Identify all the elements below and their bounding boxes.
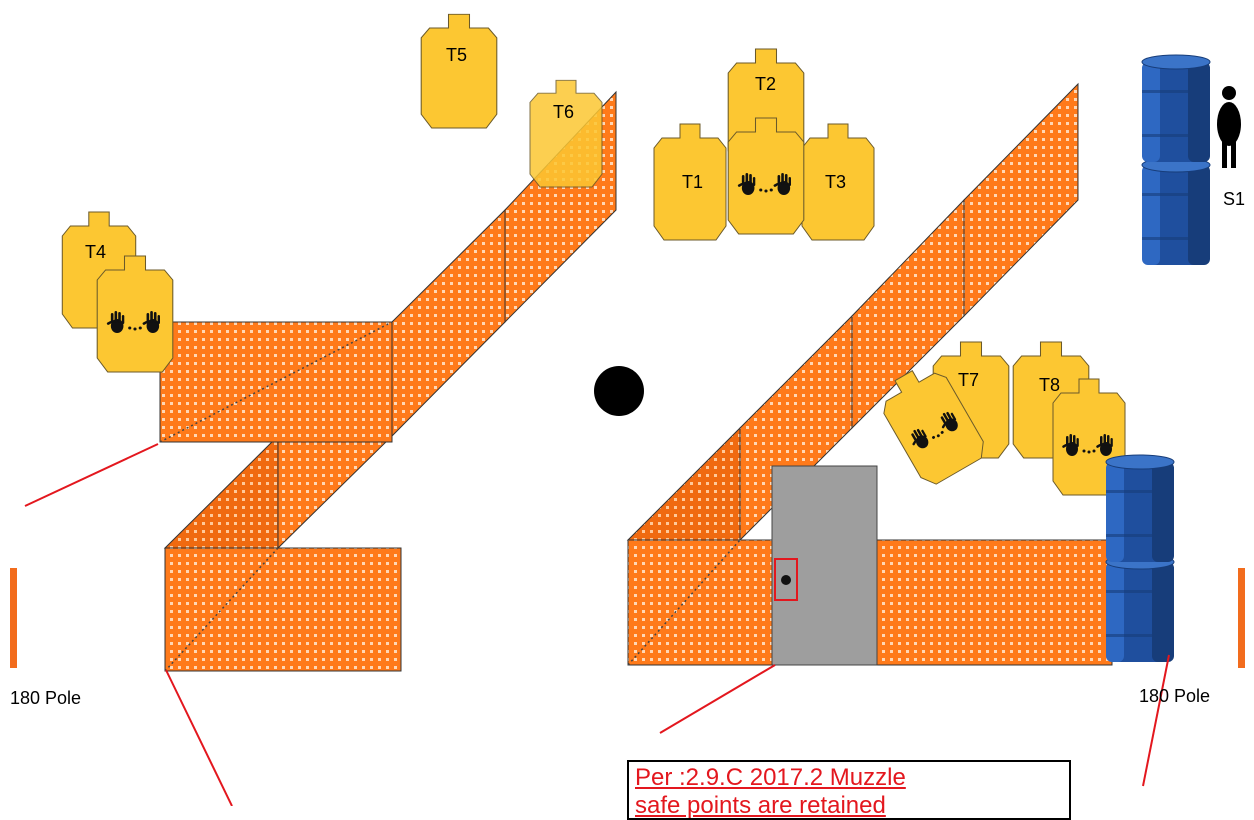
barrel-stack-bottom-right [1106, 455, 1174, 662]
right-pole-label: 180 Pole [1139, 686, 1210, 707]
rule-note-line-2: safe points are retained [635, 792, 1063, 820]
target-label-t7: T7 [958, 370, 979, 391]
target-label-t5: T5 [446, 45, 467, 66]
rule-note-box: Per :2.9.C 2017.2 Muzzle safe points are… [627, 760, 1071, 820]
barrel-icon [1142, 55, 1210, 162]
door-panel [772, 466, 877, 665]
door-handle-icon [781, 575, 791, 585]
target-t6 [530, 80, 602, 187]
barrel-icon [1142, 158, 1210, 265]
barrel-stack-top-right [1142, 55, 1210, 265]
target-label-t3: T3 [825, 172, 846, 193]
barrel-icon [1106, 455, 1174, 562]
no-shoot-center [728, 118, 804, 234]
start-position-label: S1 [1223, 189, 1245, 210]
target-label-t1: T1 [682, 172, 703, 193]
target-label-t4: T4 [85, 242, 106, 263]
rule-note-line-1: Per :2.9.C 2017.2 Muzzle [635, 764, 1063, 792]
target-label-t6: T6 [553, 102, 574, 123]
target-label-t2: T2 [755, 74, 776, 95]
black-dot-icon [594, 366, 644, 416]
target-t5 [421, 14, 497, 128]
right-180-pole [1238, 568, 1245, 668]
left-180-pole [10, 568, 17, 668]
shooter-silhouette-icon [1217, 86, 1241, 168]
barrel-icon [1106, 555, 1174, 662]
no-shoot-left [97, 256, 173, 372]
left-pole-label: 180 Pole [10, 688, 81, 709]
target-label-t8: T8 [1039, 375, 1060, 396]
